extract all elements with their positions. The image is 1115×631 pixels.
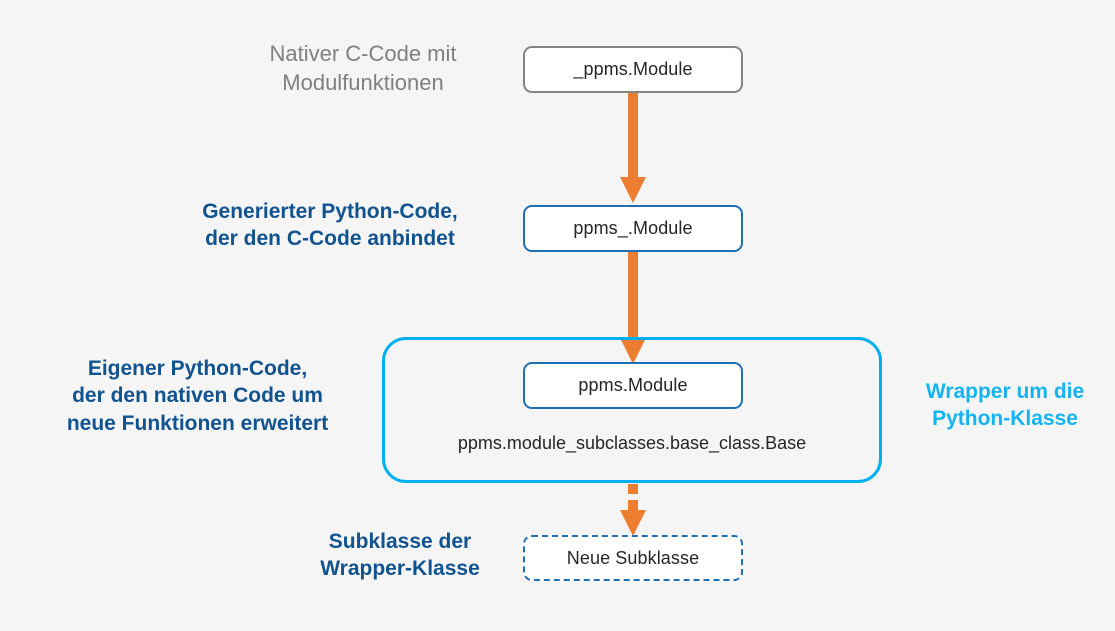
arrow-wrapper-to-subclass bbox=[620, 484, 646, 536]
arrow-native-to-generated bbox=[620, 93, 646, 205]
label-subclass-of-wrapper: Subklasse der Wrapper-Klasse bbox=[320, 530, 480, 581]
node-generated-module: ppms_.Module bbox=[523, 205, 743, 252]
node-wrapper-module: ppms.Module bbox=[523, 362, 743, 409]
text-base-class: ppms.module_subclasses.base_class.Base bbox=[457, 433, 807, 453]
node-generated-module-text: ppms_.Module bbox=[573, 218, 693, 238]
node-native-module: _ppms.Module bbox=[523, 46, 743, 93]
label-own-python-code: Eigener Python-Code, der den nativen Cod… bbox=[66, 357, 329, 435]
label-wrapper-python-class: Wrapper um die Python-Klasse bbox=[925, 380, 1085, 431]
label-native-c-code: Nativer C-Code mit Modulfunktionen bbox=[269, 41, 457, 95]
node-native-module-text: _ppms.Module bbox=[573, 59, 693, 79]
node-wrapper-module-text: ppms.Module bbox=[578, 375, 688, 395]
label-generated-python-code: Generierter Python-Code, der den C-Code … bbox=[202, 200, 458, 251]
group-wrapper-container bbox=[382, 337, 882, 483]
arrow-generated-to-wrapper bbox=[620, 252, 646, 366]
node-new-subclass: Neue Subklasse bbox=[523, 535, 743, 581]
node-new-subclass-text: Neue Subklasse bbox=[566, 547, 700, 568]
